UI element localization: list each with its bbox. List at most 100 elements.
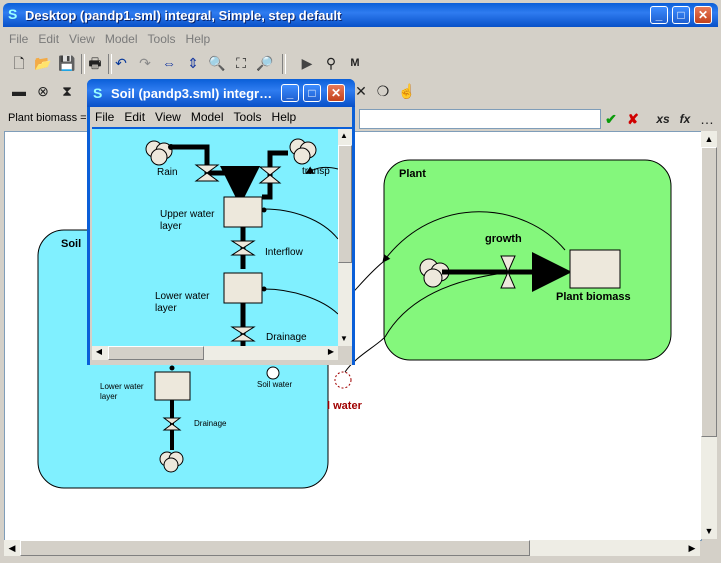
plant-biomass-stock[interactable] bbox=[569, 249, 621, 289]
sub-horizontal-scrollbar[interactable]: ◀ ▶ bbox=[92, 346, 338, 360]
transp-label: transp bbox=[302, 166, 330, 177]
soil-small-lower-label: Lower water layer bbox=[100, 382, 144, 401]
zoom-out-icon[interactable]: 🔎 bbox=[256, 55, 274, 71]
menu-help[interactable]: Help bbox=[185, 32, 211, 46]
horizontal-scroll-thumb[interactable] bbox=[20, 540, 530, 556]
soil-sub-svg bbox=[145, 138, 338, 346]
sub-scroll-right-icon[interactable]: ▶ bbox=[327, 347, 335, 356]
growth-valve[interactable] bbox=[500, 255, 516, 289]
rain-valve[interactable] bbox=[194, 164, 220, 182]
main-vertical-scrollbar[interactable]: ▲ ▼ bbox=[701, 131, 717, 539]
open-folder-icon[interactable]: 📂 bbox=[34, 55, 52, 71]
run-icon[interactable]: ▶ bbox=[301, 55, 313, 71]
transpiration-flow-pipe[interactable] bbox=[262, 150, 288, 200]
soil-small-drainage-label: Drainage bbox=[194, 419, 227, 428]
transpiration-sink-cloud[interactable] bbox=[289, 138, 317, 165]
rain-label: Rain bbox=[157, 167, 178, 178]
replace-icon[interactable]: M bbox=[350, 57, 360, 69]
drainage-label: Drainage bbox=[266, 332, 307, 343]
menu-view[interactable]: View bbox=[69, 32, 95, 46]
hand-tool-icon[interactable]: ☝ bbox=[398, 83, 416, 99]
cloud-tool-icon[interactable]: ⊗ bbox=[37, 83, 49, 99]
scroll-right-icon[interactable]: ▶ bbox=[688, 543, 696, 553]
upper-water-layer-stock[interactable] bbox=[223, 196, 263, 228]
growth-label: growth bbox=[485, 233, 522, 245]
fit-view-icon[interactable]: ⛶ bbox=[236, 55, 246, 71]
soil-drainage-valve[interactable] bbox=[162, 417, 182, 431]
drainage-valve[interactable] bbox=[230, 326, 256, 342]
sub-menu-edit[interactable]: Edit bbox=[124, 110, 146, 124]
sub-minimize-button[interactable]: _ bbox=[281, 84, 299, 102]
undo-icon[interactable]: ↶ bbox=[115, 55, 127, 71]
growth-source-cloud[interactable] bbox=[419, 258, 450, 288]
menu-model[interactable]: Model bbox=[104, 32, 138, 46]
binoculars-icon[interactable]: ⚲ bbox=[325, 55, 337, 71]
soil-drainage-sink-cloud[interactable] bbox=[159, 451, 184, 473]
save-icon[interactable]: 💾 bbox=[58, 55, 76, 71]
sub-close-button[interactable]: ✕ bbox=[327, 84, 345, 102]
water-influence-arc[interactable] bbox=[384, 273, 498, 338]
soil-title: Soil bbox=[61, 238, 82, 250]
scroll-up-icon[interactable]: ▲ bbox=[704, 134, 714, 144]
rain-source-cloud[interactable] bbox=[145, 140, 173, 166]
interflow-valve[interactable] bbox=[230, 240, 256, 256]
menu-tools[interactable]: Tools bbox=[147, 32, 176, 46]
sub-app-icon: S bbox=[93, 85, 103, 101]
menu-edit[interactable]: Edit bbox=[38, 32, 60, 46]
soil-water-connector[interactable] bbox=[334, 371, 352, 389]
menu-file[interactable]: File bbox=[9, 32, 29, 46]
zoom-in-icon[interactable]: 🔍 bbox=[208, 55, 226, 71]
more-icon[interactable]: … bbox=[700, 111, 714, 127]
minimize-button[interactable]: _ bbox=[650, 6, 668, 24]
delete-tool-icon[interactable]: ✕ bbox=[355, 83, 367, 99]
sub-vertical-thumb[interactable] bbox=[338, 145, 352, 263]
stretch-horizontal-icon[interactable]: ⇔ bbox=[162, 55, 176, 71]
soil-subwindow-title: Soil (pandp3.sml) integr… bbox=[111, 86, 273, 101]
toolbar-standard: 🗋 📂 💾 🖶 ↶ ↷ ⇔ ⇕ 🔍 ⛶ 🔎 ▶ ⚲ M bbox=[4, 52, 716, 76]
stretch-vertical-icon[interactable]: ⇕ bbox=[187, 55, 199, 71]
sub-menu-help[interactable]: Help bbox=[271, 110, 297, 124]
upper-water-label: Upper water layer bbox=[160, 209, 215, 232]
cancel-icon[interactable]: ✘ bbox=[627, 111, 639, 127]
soil-subwindow-title-bar[interactable]: S Soil (pandp3.sml) integr… _ □ ✕ bbox=[87, 79, 355, 107]
flow-tool-icon[interactable]: ⧗ bbox=[62, 83, 72, 99]
redo-icon[interactable]: ↷ bbox=[139, 55, 151, 71]
sub-vertical-scrollbar[interactable]: ▲ ▼ bbox=[338, 129, 352, 346]
sub-horizontal-thumb[interactable] bbox=[108, 346, 204, 360]
sub-menu-tools[interactable]: Tools bbox=[233, 110, 262, 124]
sub-menu-model[interactable]: Model bbox=[190, 110, 224, 124]
sub-scroll-left-icon[interactable]: ◀ bbox=[95, 347, 103, 356]
print-icon[interactable]: 🖶 bbox=[88, 55, 102, 71]
sub-menu-bar: File Edit View Model Tools Help bbox=[90, 107, 352, 127]
stock-tool-icon[interactable]: ▬ bbox=[12, 83, 26, 99]
maximize-button[interactable]: □ bbox=[672, 6, 690, 24]
variable-icon[interactable]: xs bbox=[656, 112, 670, 126]
main-title-bar[interactable]: S Desktop (pandp1.sml) integral, Simple,… bbox=[3, 3, 718, 27]
close-button[interactable]: ✕ bbox=[694, 6, 712, 24]
transpiration-valve[interactable] bbox=[258, 166, 282, 184]
equation-bar: Plant biomass = ✔ ✘ xs fx … bbox=[4, 108, 716, 130]
lower-water-layer-stock[interactable] bbox=[223, 272, 263, 304]
main-menu-bar: File Edit View Model Tools Help bbox=[4, 29, 215, 49]
sub-menu-file[interactable]: File bbox=[95, 110, 115, 124]
scroll-down-icon[interactable]: ▼ bbox=[704, 526, 714, 536]
interflow-label: Interflow bbox=[265, 247, 303, 258]
soil-subwindow-canvas[interactable]: Rain transp Upper water layer Interflow … bbox=[92, 129, 338, 346]
water-link[interactable] bbox=[344, 336, 386, 373]
soil-lower-water-stock[interactable] bbox=[154, 371, 191, 401]
sub-scroll-up-icon[interactable]: ▲ bbox=[340, 131, 348, 140]
app-icon: S bbox=[8, 6, 18, 22]
new-file-icon[interactable]: 🗋 bbox=[13, 55, 25, 71]
submodel-tool-icon[interactable]: ❍ bbox=[376, 83, 390, 99]
function-icon[interactable]: fx bbox=[679, 112, 691, 126]
sub-scroll-down-icon[interactable]: ▼ bbox=[340, 334, 348, 343]
biomass-influence-arc[interactable] bbox=[382, 211, 566, 263]
sub-menu-view[interactable]: View bbox=[155, 110, 181, 124]
accept-icon[interactable]: ✔ bbox=[605, 111, 617, 127]
main-horizontal-scrollbar[interactable]: ◀ ▶ bbox=[4, 540, 700, 556]
soil-water-variable[interactable] bbox=[266, 366, 280, 380]
equation-field[interactable] bbox=[359, 109, 601, 129]
scroll-left-icon[interactable]: ◀ bbox=[8, 543, 16, 553]
sub-maximize-button[interactable]: □ bbox=[303, 84, 321, 102]
vertical-scroll-thumb[interactable] bbox=[701, 147, 717, 437]
